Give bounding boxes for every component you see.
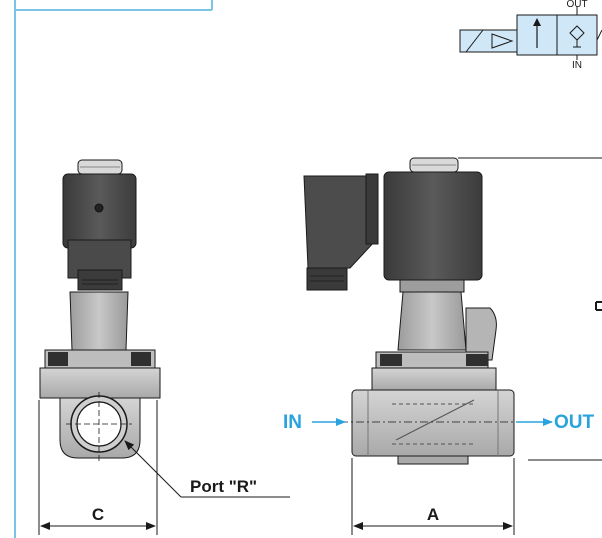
dim-c-label: C (92, 505, 104, 524)
valve-side-view (39, 159, 161, 462)
flow-labels: IN OUT (283, 412, 595, 433)
port-callout: Port "R" (124, 440, 290, 498)
symbol-in-label: IN (572, 60, 582, 71)
valve-front-view (303, 157, 602, 465)
symbol-out-label: OUT (566, 0, 587, 10)
flow-out-label: OUT (554, 412, 595, 433)
dimension-a: A (351, 458, 515, 535)
flow-in-label: IN (283, 412, 302, 433)
port-r-label: Port "R" (190, 477, 257, 496)
dim-a-label: A (427, 505, 439, 524)
page-frame (14, 0, 213, 538)
edge-partial-marks (528, 301, 602, 461)
valve-symbol: OUT IN (459, 0, 602, 71)
dimension-c: C (38, 400, 158, 535)
